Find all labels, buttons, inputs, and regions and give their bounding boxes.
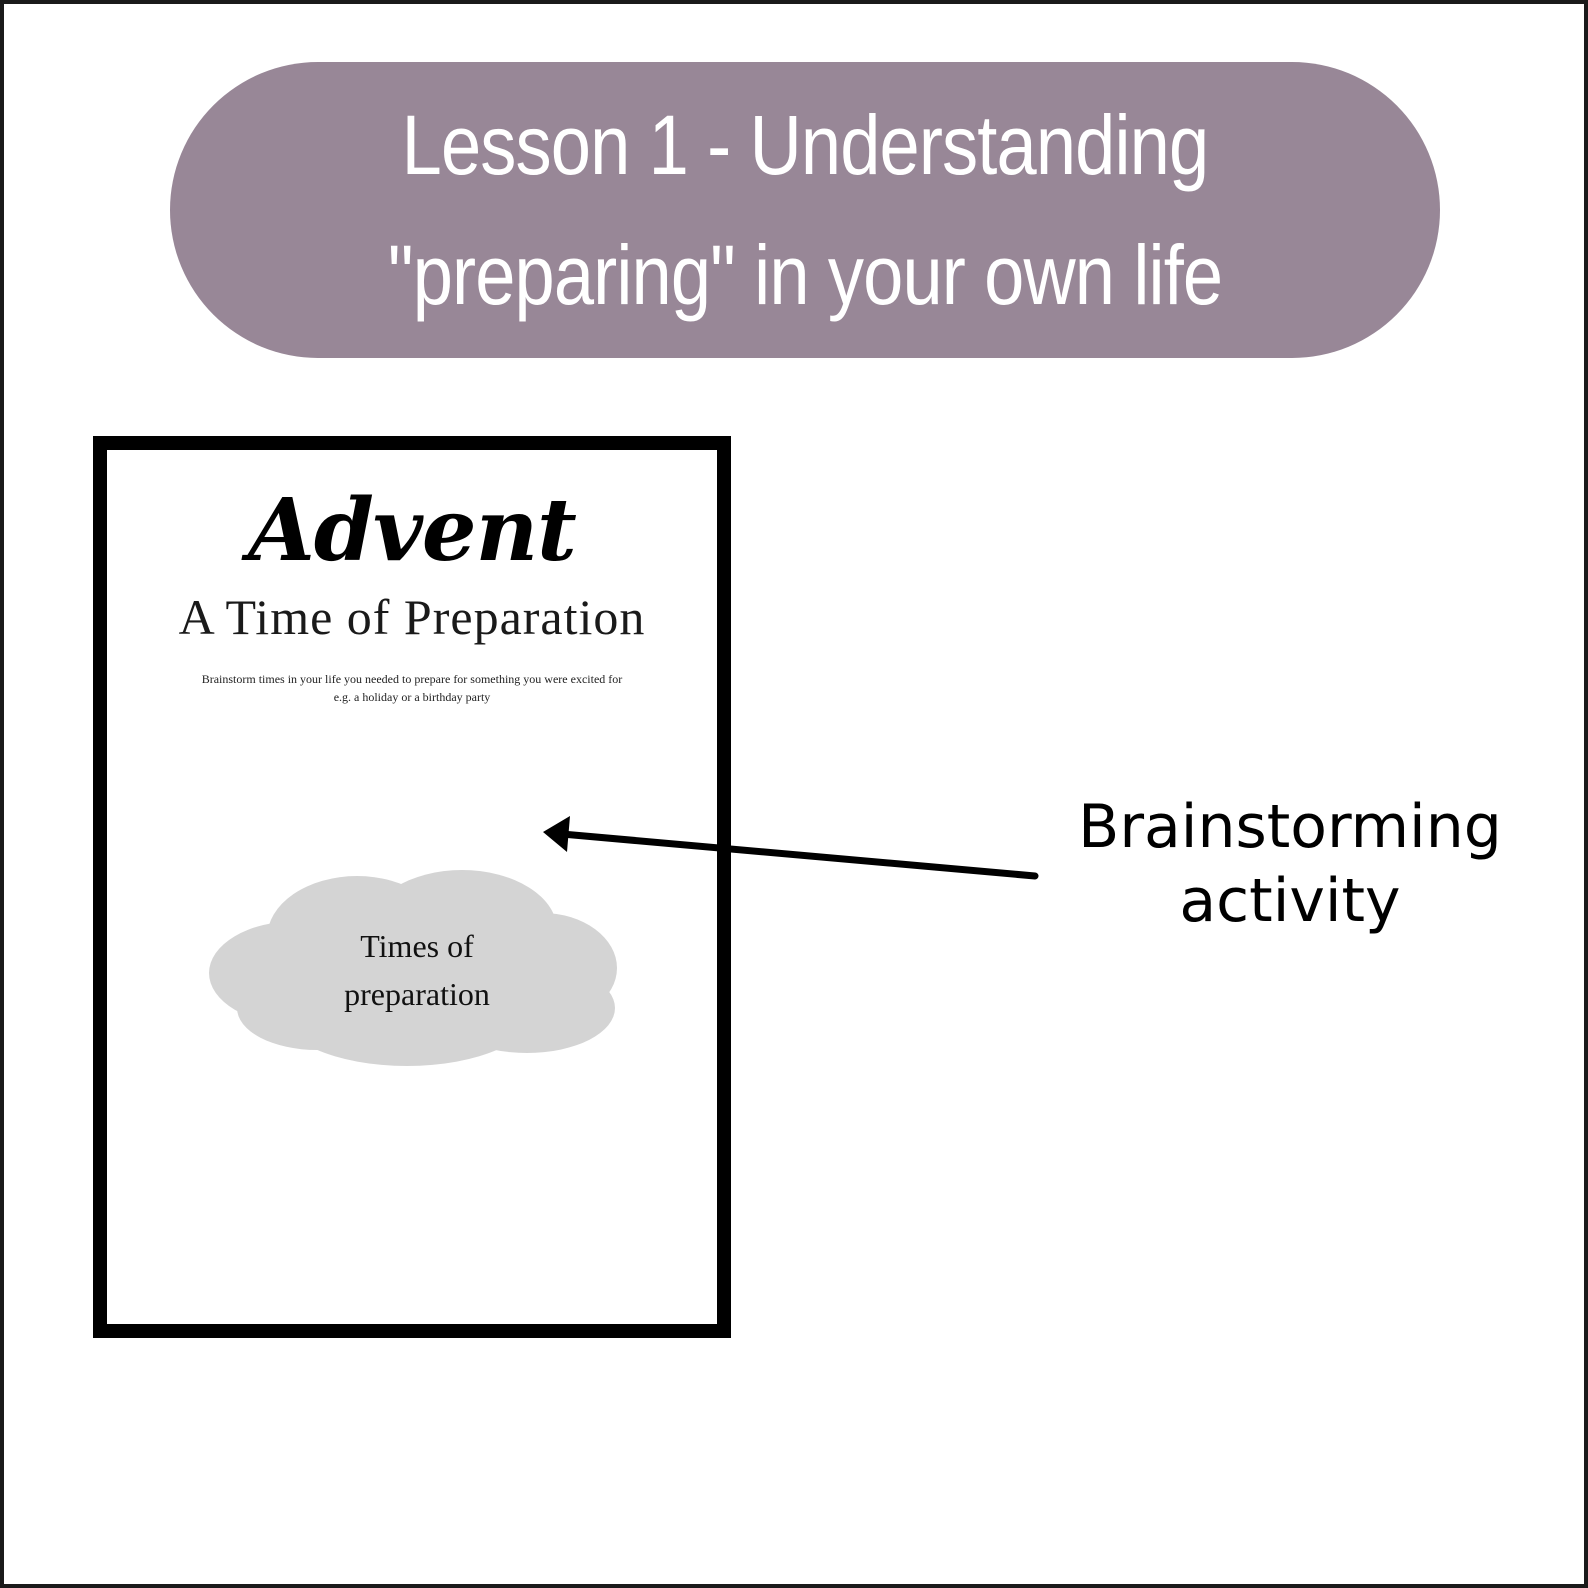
worksheet-preview: Advent A Time of Preparation Brainstorm … <box>93 436 731 1338</box>
lesson-title-line-2: "preparing" in your own life <box>387 228 1223 322</box>
worksheet-title: Advent <box>248 480 577 581</box>
cloud-shape <box>209 870 617 1066</box>
instructions-line-2: e.g. a holiday or a birthday party <box>333 690 491 704</box>
activity-callout: Brainstorming activity <box>1040 790 1540 938</box>
worksheet-instructions: Brainstorm times in your life you needed… <box>137 670 687 706</box>
instructions-line-1: Brainstorm times in your life you needed… <box>201 672 623 686</box>
callout-line-2: activity <box>1179 866 1401 936</box>
cloud-label-line-1: Times of <box>360 928 474 964</box>
lesson-title-line-1: Lesson 1 - Understanding <box>401 97 1209 192</box>
worksheet-subtitle: A Time of Preparation <box>178 589 646 645</box>
cloud-label-line-2: preparation <box>344 976 490 1012</box>
brainstorm-cloud: Times of preparation <box>207 868 627 1068</box>
cloud-label: Times of preparation <box>207 922 627 1018</box>
lesson-title-banner: Lesson 1 - Understanding "preparing" in … <box>170 62 1440 358</box>
callout-line-1: Brainstorming <box>1078 792 1502 862</box>
